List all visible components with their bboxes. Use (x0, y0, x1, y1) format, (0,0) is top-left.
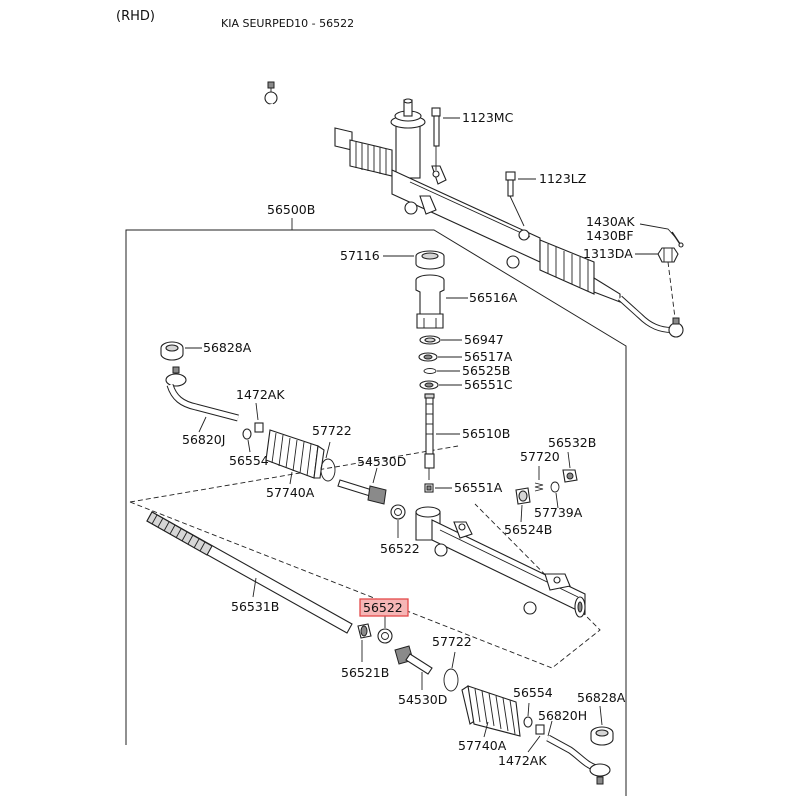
label-56531b: 56531B (231, 599, 279, 614)
label-1430ak: 1430AK (586, 214, 635, 229)
seal-56947[interactable] (419, 335, 441, 345)
label-56820j: 56820J (182, 432, 225, 447)
label-56828a-top: 56828A (203, 340, 252, 355)
washer-56522-highlighted[interactable] (377, 628, 393, 644)
label-1430bf: 1430BF (586, 228, 634, 243)
nut-1472ak-top[interactable] (254, 422, 264, 433)
label-54530d-bottom: 54530D (398, 692, 447, 707)
dust-cover-56828a-bottom[interactable] (590, 726, 614, 746)
clamp-57722-top[interactable] (320, 458, 336, 482)
label-57722-top: 57722 (312, 423, 352, 438)
yoke-plug-56532b[interactable] (562, 469, 578, 483)
label-1123lz: 1123LZ (539, 171, 586, 186)
label-56510b: 56510B (462, 426, 510, 441)
label-57722-bottom: 57722 (432, 634, 472, 649)
inner-tie-rod-54530d-bottom[interactable] (394, 645, 433, 675)
label-56525b: 56525B (462, 363, 510, 378)
label-57720: 57720 (520, 449, 560, 464)
label-56516a: 56516A (469, 290, 518, 305)
o-ring-57739a[interactable] (550, 481, 560, 493)
bearing-56551c[interactable] (419, 380, 439, 390)
nut-1472ak-bottom[interactable] (535, 724, 545, 735)
boot-57740a-bottom[interactable] (461, 685, 521, 737)
snap-ring-56525b[interactable] (423, 368, 437, 374)
tie-rod-end-56820j[interactable] (165, 366, 239, 422)
label-56554-bottom: 56554 (513, 685, 553, 700)
label-56820h: 56820H (538, 708, 587, 723)
label-56517a: 56517A (464, 349, 513, 364)
label-56522-highlighted[interactable]: 56522 (363, 600, 403, 615)
highlight-box (359, 598, 409, 617)
label-56532b: 56532B (548, 435, 596, 450)
pinion-shaft-56510b[interactable] (424, 393, 435, 480)
label-56947: 56947 (464, 332, 504, 347)
castle-nut-1313da[interactable] (657, 247, 679, 263)
bearing-cap-57116[interactable] (415, 250, 445, 270)
label-1313da: 1313DA (583, 246, 633, 261)
clip-56554-bottom[interactable] (523, 716, 533, 728)
label-56554-top: 56554 (229, 453, 269, 468)
label-1472ak-top: 1472AK (236, 387, 285, 402)
clip-56554-top[interactable] (242, 428, 252, 440)
label-57739a: 57739A (534, 505, 583, 520)
gear-housing[interactable] (415, 506, 586, 618)
assembly-frame-56500b (125, 229, 627, 796)
label-56500b: 56500B (267, 202, 315, 217)
yoke-56524b[interactable] (515, 487, 531, 505)
bushing-56521b[interactable] (357, 623, 372, 639)
label-56828a-bottom: 56828A (577, 690, 626, 705)
label-56522-top: 56522 (380, 541, 420, 556)
label-1123mc: 1123MC (462, 110, 514, 125)
label-57740a-top: 57740A (266, 485, 315, 500)
washer-56522-top[interactable] (390, 504, 406, 520)
assembled-steering-gear[interactable] (264, 81, 684, 338)
inner-tie-rod-54530d-top[interactable] (337, 479, 387, 505)
spring-57720[interactable] (534, 482, 544, 492)
dust-cover-56828a-top[interactable] (160, 341, 184, 361)
label-56551c: 56551C (464, 377, 513, 392)
label-1472ak-bottom: 1472AK (498, 753, 547, 768)
label-57116: 57116 (340, 248, 380, 263)
tie-rod-end-56820h[interactable] (546, 734, 611, 785)
diagram-title: KIA SEURPED10 - 56522 (221, 17, 354, 30)
pinion-housing-56516a[interactable] (415, 274, 445, 329)
label-57740a-bottom: 57740A (458, 738, 507, 753)
label-54530d-top: 54530D (357, 454, 406, 469)
label-56551a: 56551A (454, 480, 503, 495)
label-56521b: 56521B (341, 665, 389, 680)
bearing-56551a[interactable] (424, 483, 434, 493)
label-56524b: 56524B (504, 522, 552, 537)
clamp-57722-bottom[interactable] (443, 668, 459, 692)
drive-side-label: (RHD) (116, 9, 155, 24)
boot-57740a-top[interactable] (265, 429, 325, 479)
cotter-pin-1430ak[interactable] (671, 231, 684, 248)
bolt-1123mc[interactable] (431, 107, 441, 170)
bolt-1123lz[interactable] (505, 171, 525, 227)
rack-bar-56531b[interactable] (146, 511, 353, 634)
bearing-56517a[interactable] (418, 352, 438, 362)
